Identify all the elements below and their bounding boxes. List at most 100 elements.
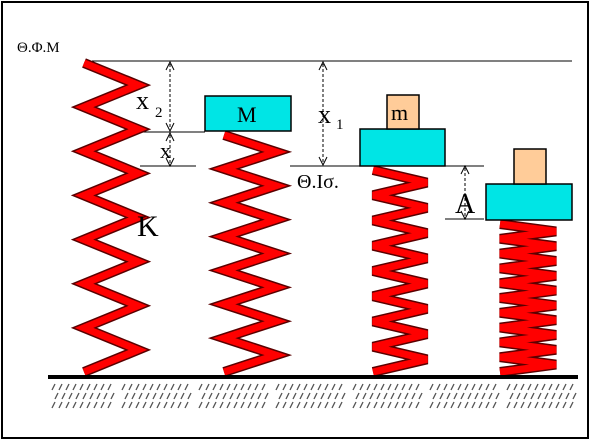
- hatch-mark: [93, 401, 98, 409]
- x1-dimension: [318, 60, 328, 167]
- hatch-mark: [282, 383, 287, 391]
- hatch-mark: [121, 401, 126, 409]
- hatch-mark: [131, 392, 136, 400]
- hatch-mark: [296, 383, 301, 391]
- hatch-mark: [506, 383, 511, 391]
- hatch-mark: [541, 401, 546, 409]
- hatch-mark: [275, 401, 280, 409]
- amplitude-dimension: [460, 164, 470, 221]
- hatch-mark: [261, 383, 266, 391]
- hatch-mark: [464, 401, 469, 409]
- hatch-mark: [569, 401, 574, 409]
- hatch-mark: [548, 383, 553, 391]
- hatch-mark: [128, 383, 133, 391]
- hatch-mark: [394, 383, 399, 391]
- hatch-mark: [565, 392, 570, 400]
- hatch-mark: [383, 392, 388, 400]
- hatch-mark: [128, 401, 133, 409]
- hatch-mark: [436, 401, 441, 409]
- hatch-mark: [369, 392, 374, 400]
- hatch-mark: [310, 401, 315, 409]
- hatch-mark: [520, 383, 525, 391]
- hatch-mark: [562, 401, 567, 409]
- hatch-mark: [331, 383, 336, 391]
- hatch-mark: [324, 383, 329, 391]
- hatch-mark: [534, 383, 539, 391]
- hatch-mark: [394, 401, 399, 409]
- hatch-mark: [282, 401, 287, 409]
- hatch-mark: [320, 392, 325, 400]
- hatch-mark: [324, 401, 329, 409]
- x2-dimension: [165, 60, 175, 133]
- springs: [70, 58, 557, 377]
- hatch-mark: [240, 383, 245, 391]
- hatch-mark: [551, 392, 556, 400]
- hatch-mark: [355, 392, 360, 400]
- hatch-mark: [303, 383, 308, 391]
- hatch-mark: [170, 401, 175, 409]
- hatch-mark: [527, 401, 532, 409]
- hatch-mark: [299, 392, 304, 400]
- spring-constant-label: K: [137, 210, 159, 243]
- hatch-mark: [432, 392, 437, 400]
- hatch-mark: [149, 383, 154, 391]
- hatch-mark: [180, 392, 185, 400]
- hatch-mark: [264, 392, 269, 400]
- hatch-mark: [467, 392, 472, 400]
- hatch-mark: [82, 392, 87, 400]
- plate-3: [485, 183, 573, 221]
- hatch-mark: [68, 392, 73, 400]
- hatch-mark: [359, 383, 364, 391]
- hatch-mark: [289, 401, 294, 409]
- hatch-mark: [366, 383, 371, 391]
- hatch-mark: [572, 392, 577, 400]
- hatch-mark: [401, 401, 406, 409]
- hatch-mark: [446, 392, 451, 400]
- hatch-mark: [205, 383, 210, 391]
- hatch-mark: [163, 383, 168, 391]
- hatch-mark: [460, 392, 465, 400]
- hatch-mark: [471, 383, 476, 391]
- hatch-mark: [58, 401, 63, 409]
- hatch-mark: [310, 383, 315, 391]
- hatch-mark: [404, 392, 409, 400]
- mass-M-label: M: [237, 102, 257, 127]
- hatch-mark: [145, 392, 150, 400]
- hatch-mark: [292, 392, 297, 400]
- hatch-mark: [184, 383, 189, 391]
- hatch-mark: [418, 392, 423, 400]
- hatch-mark: [303, 401, 308, 409]
- hatch-mark: [366, 401, 371, 409]
- hatch-mark: [173, 392, 178, 400]
- hatch-mark: [380, 401, 385, 409]
- hatch-mark: [51, 401, 56, 409]
- hatch-mark: [485, 383, 490, 391]
- x2-subscript: 2: [155, 105, 163, 121]
- hatch-mark: [142, 401, 147, 409]
- hatch-mark: [100, 383, 105, 391]
- hatch-mark: [296, 401, 301, 409]
- hatch-mark: [247, 383, 252, 391]
- hatch-mark: [376, 392, 381, 400]
- hatch-mark: [156, 401, 161, 409]
- hatch-mark: [555, 401, 560, 409]
- hatch-mark: [373, 383, 378, 391]
- hatch-mark: [450, 383, 455, 391]
- hatch-mark: [240, 401, 245, 409]
- hatch-mark: [275, 383, 280, 391]
- hatch-mark: [142, 383, 147, 391]
- hatch-mark: [436, 383, 441, 391]
- hatch-mark: [544, 392, 549, 400]
- x-label: x: [160, 138, 171, 163]
- hatch-mark: [201, 392, 206, 400]
- hatch-mark: [474, 392, 479, 400]
- hatch-mark: [485, 401, 490, 409]
- hatch-mark: [226, 383, 231, 391]
- hatch-mark: [478, 401, 483, 409]
- hatch-mark: [327, 392, 332, 400]
- hatch-mark: [362, 392, 367, 400]
- hatch-mark: [359, 401, 364, 409]
- spring-2: [212, 131, 288, 376]
